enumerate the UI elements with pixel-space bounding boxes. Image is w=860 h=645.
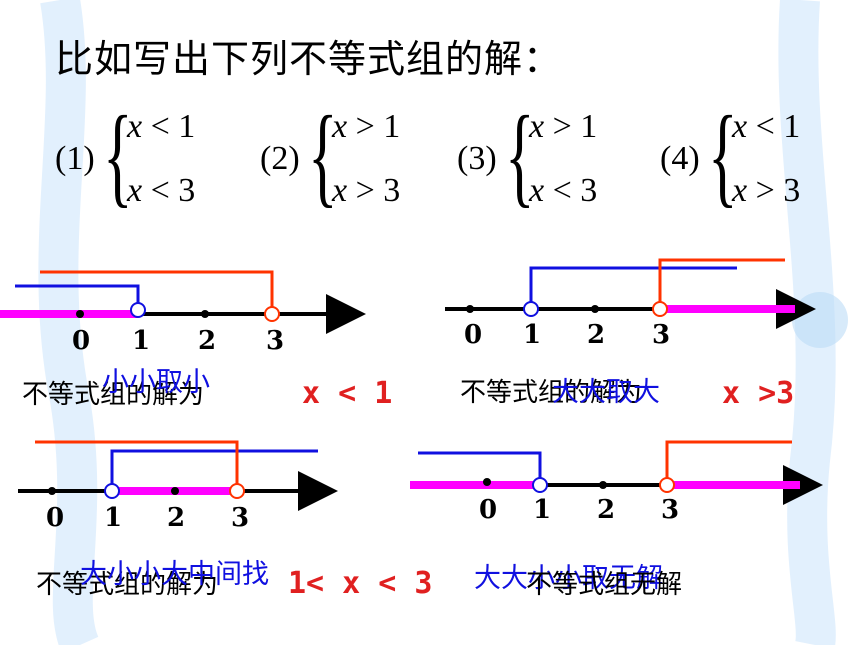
inequality-line-1: x > 1 <box>332 108 401 145</box>
answer-text: 1< x < 3 <box>288 566 433 601</box>
ray-x-gt-1 <box>529 266 737 303</box>
solution-label: 不等式组的解为 <box>22 380 205 410</box>
ray-x-lt-3 <box>35 440 239 485</box>
ray-x-gt-3 <box>665 440 792 479</box>
tick-0 <box>76 310 84 318</box>
open-point-3 <box>652 301 668 317</box>
system-4: (4) { x < 1 x > 3 <box>660 100 820 230</box>
inequality-line-2: x > 3 <box>732 172 801 209</box>
system-number: (1) <box>55 140 95 177</box>
tick-label-1: 1 <box>132 326 151 356</box>
tick-label-3: 3 <box>661 495 680 525</box>
ray-x-gt-1 <box>110 449 318 485</box>
brace: { <box>708 94 738 218</box>
tick-0 <box>466 305 474 313</box>
brace: { <box>103 94 133 218</box>
brace: { <box>505 94 535 218</box>
number-line-panel-1 <box>0 270 366 334</box>
system-number: (3) <box>457 140 497 177</box>
tick-label-3: 3 <box>652 320 671 350</box>
number-line-panel-3 <box>18 440 338 511</box>
tick-label-2: 2 <box>587 320 606 350</box>
tick-2 <box>201 310 209 318</box>
number-line-panel-4 <box>410 440 823 505</box>
system-number: (4) <box>660 140 700 177</box>
page-title: 比如写出下列不等式组的解： <box>55 37 563 81</box>
open-point-3 <box>659 477 675 493</box>
open-point-3 <box>264 306 280 322</box>
no-solution-label: 不等式组无解 <box>526 570 683 600</box>
tick-label-1: 1 <box>104 503 123 533</box>
tick-label-3: 3 <box>266 326 285 356</box>
rule-text: 大大小小取无解 <box>474 563 663 594</box>
ray-x-gt-3 <box>658 258 785 303</box>
brace: { <box>308 94 338 218</box>
tick-label-2: 2 <box>167 503 186 533</box>
tick-label-1: 1 <box>533 495 552 525</box>
system-1: (1) { x < 1 x < 3 <box>55 100 215 230</box>
ray-x-lt-1 <box>418 451 542 479</box>
rule-text: 大小小大中间找 <box>80 559 269 590</box>
inequality-line-1: x < 1 <box>127 108 196 145</box>
tick-0 <box>483 478 491 486</box>
solution-label: 不等式组的解为 <box>460 378 643 408</box>
open-point-1 <box>523 301 539 317</box>
inequality-line-1: x < 1 <box>732 108 801 145</box>
system-number: (2) <box>260 140 300 177</box>
tick-label-3: 3 <box>231 503 250 533</box>
tick-label-1: 1 <box>523 320 542 350</box>
system-2: (2) { x > 1 x > 3 <box>260 100 420 230</box>
rule-text: 小小取小 <box>102 367 210 398</box>
tick-label-0: 0 <box>464 320 483 350</box>
open-point-1 <box>532 477 548 493</box>
tick-label-2: 2 <box>198 326 217 356</box>
inequality-line-2: x < 3 <box>529 172 598 209</box>
open-point-1 <box>130 302 146 318</box>
open-point-3 <box>229 483 245 499</box>
ray-x-lt-3 <box>40 270 274 308</box>
ray-x-lt-1 <box>15 284 140 308</box>
tick-label-2: 2 <box>597 495 616 525</box>
open-point-1 <box>104 483 120 499</box>
tick-label-0: 0 <box>46 503 65 533</box>
inequality-line-2: x > 3 <box>332 172 401 209</box>
rule-text: 大大取大 <box>552 377 660 408</box>
answer-text: x < 1 <box>302 376 393 411</box>
system-3: (3) { x > 1 x < 3 <box>457 100 617 230</box>
number-line-panel-2 <box>445 258 816 329</box>
solution-label: 不等式组的解为 <box>36 570 219 600</box>
tick-label-0: 0 <box>479 495 498 525</box>
inequality-line-1: x > 1 <box>529 108 598 145</box>
tick-label-0: 0 <box>72 326 91 356</box>
tick-2 <box>599 481 607 489</box>
tick-0 <box>48 487 56 495</box>
tick-2 <box>591 305 599 313</box>
answer-text: x >3 <box>722 376 795 411</box>
inequality-line-2: x < 3 <box>127 172 196 209</box>
tick-2 <box>171 487 179 495</box>
